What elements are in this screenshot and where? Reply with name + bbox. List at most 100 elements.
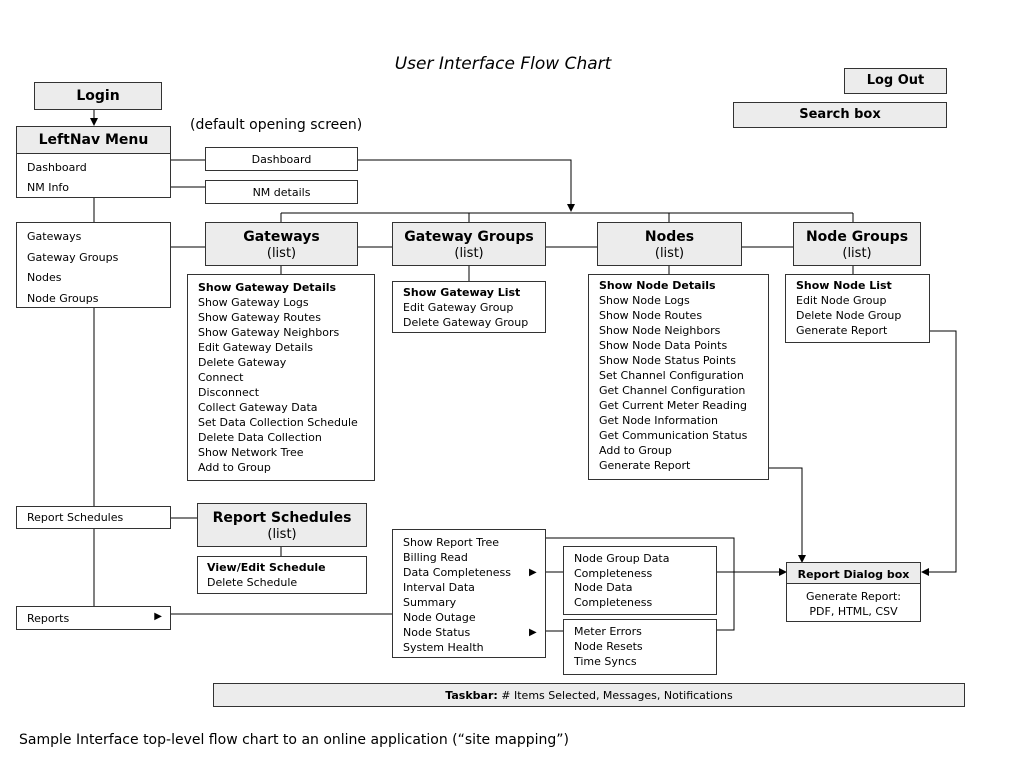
nodes-to-dialog-arrow: [769, 467, 806, 563]
search-box-label: Search box: [799, 107, 881, 122]
leftnav-reports-label: Reports: [27, 612, 70, 625]
completeness-submenu-item[interactable]: Node Group Data: [574, 552, 670, 565]
gateways-action-item[interactable]: Collect Gateway Data: [198, 401, 318, 414]
report-dialog-header: Report Dialog box: [786, 562, 921, 584]
nodes-action-item[interactable]: Get Current Meter Reading: [599, 399, 747, 412]
nodes-action-item[interactable]: Get Channel Configuration: [599, 384, 746, 397]
leftnav-item-gateway-groups[interactable]: Gateway Groups: [27, 250, 119, 264]
leftnav-item-gateways[interactable]: Gateways: [27, 230, 82, 243]
completeness-submenu-item[interactable]: Completeness: [574, 595, 653, 609]
nodes-action-item[interactable]: Show Node Neighbors: [599, 324, 721, 337]
node-groups-list-subtitle: (list): [842, 246, 872, 261]
nodes-action-item[interactable]: Get Node Information: [599, 414, 718, 427]
nodes-action-item[interactable]: Add to Group: [599, 444, 672, 457]
node-groups-action-item[interactable]: Delete Node Group: [796, 309, 902, 322]
nodes-list-header[interactable]: Nodes (list): [597, 222, 742, 266]
reports-menu-item[interactable]: Summary: [403, 596, 457, 609]
nodes-action-item[interactable]: Show Node Status Points: [599, 354, 736, 367]
gateway-groups-action-item[interactable]: Edit Gateway Group: [403, 301, 514, 314]
nodes-list-subtitle: (list): [654, 246, 685, 261]
node-status-submenu-arrow-icon: ▶: [529, 627, 537, 638]
node-groups-action-item[interactable]: Edit Node Group: [796, 294, 887, 307]
node-groups-action-item[interactable]: Generate Report: [796, 324, 888, 337]
report-schedules-list-header[interactable]: Report Schedules (list): [197, 503, 367, 547]
leftnav-top-menu: Dashboard NM Info: [16, 153, 171, 198]
completeness-submenu-item[interactable]: Node Data: [574, 581, 633, 594]
reports-menu: Show Report Tree Billing Read Data Compl…: [392, 529, 546, 658]
diagram-caption: Sample Interface top-level flow chart to…: [19, 732, 569, 748]
gateways-action-item[interactable]: Show Gateway Details: [198, 281, 337, 294]
dashboard-box[interactable]: Dashboard: [205, 147, 358, 171]
gateways-action-item[interactable]: Show Network Tree: [198, 446, 304, 459]
report-schedules-action-item[interactable]: View/Edit Schedule: [207, 561, 326, 574]
node-groups-list-header[interactable]: Node Groups (list): [793, 222, 921, 266]
nodes-action-item[interactable]: Get Communication Status: [599, 429, 748, 442]
leftnav-item-dashboard[interactable]: Dashboard: [27, 161, 87, 174]
gateway-groups-action-item[interactable]: Delete Gateway Group: [403, 316, 529, 329]
nm-details-box[interactable]: NM details: [205, 180, 358, 204]
node-status-submenu-item[interactable]: Node Resets: [574, 640, 643, 653]
report-schedules-list-subtitle: (list): [267, 527, 297, 542]
gateway-groups-list-header[interactable]: Gateway Groups (list): [392, 222, 546, 266]
nodes-action-item[interactable]: Show Node Routes: [599, 309, 703, 322]
gateways-action-item[interactable]: Show Gateway Routes: [198, 311, 321, 324]
gateways-list-header[interactable]: Gateways (list): [205, 222, 358, 266]
leftnav-mid-menu: Gateways Gateway Groups Nodes Node Group…: [16, 222, 171, 308]
report-schedules-actions-menu: View/Edit Schedule Delete Schedule: [197, 556, 367, 594]
gateways-action-item[interactable]: Delete Gateway: [198, 356, 287, 369]
nodegroups-to-dialog-arrow: [921, 330, 957, 576]
completeness-submenu-item[interactable]: Completeness: [574, 566, 653, 580]
leftnav-item-node-groups[interactable]: Node Groups: [27, 291, 99, 305]
login-label: Login: [76, 88, 120, 104]
node-status-submenu-item[interactable]: Meter Errors: [574, 625, 642, 638]
gateway-groups-action-item[interactable]: Show Gateway List: [403, 286, 521, 299]
gateways-list-subtitle: (list): [266, 246, 297, 261]
login-button[interactable]: Login: [34, 82, 162, 110]
nodes-actions-menu: Show Node Details Show Node Logs Show No…: [588, 274, 769, 480]
leftnav-item-nodes[interactable]: Nodes: [27, 271, 62, 284]
node-groups-action-item[interactable]: Show Node List: [796, 279, 892, 292]
taskbar: Taskbar: # Items Selected, Messages, Not…: [213, 683, 965, 707]
gateways-action-item[interactable]: Add to Group: [198, 461, 271, 474]
nodes-action-item[interactable]: Show Node Data Points: [599, 339, 728, 352]
report-schedules-action-item[interactable]: Delete Schedule: [207, 576, 298, 589]
reports-menu-item[interactable]: System Health: [403, 641, 484, 654]
node-status-submenu-item[interactable]: Time Syncs: [574, 655, 637, 668]
leftnav-menu-header: LeftNav Menu: [16, 126, 171, 154]
taskbar-label: Taskbar:: [445, 689, 498, 702]
nodes-title: Nodes: [644, 229, 695, 245]
reports-menu-item[interactable]: Data Completeness: [403, 566, 511, 579]
gateways-action-item[interactable]: Set Data Collection Schedule: [198, 416, 358, 429]
gateways-action-item[interactable]: Show Gateway Logs: [198, 296, 309, 309]
gateways-action-item[interactable]: Connect: [198, 371, 244, 384]
leftnav-item-reports[interactable]: Reports ▶: [16, 606, 171, 630]
dashboard-to-lists-arrow: [358, 159, 575, 212]
gateway-groups-title: Gateway Groups: [404, 229, 534, 245]
reports-menu-item[interactable]: Show Report Tree: [403, 536, 500, 549]
gateways-action-item[interactable]: Delete Data Collection: [198, 431, 322, 444]
reports-menu-item[interactable]: Node Status: [403, 626, 471, 639]
gateways-action-item[interactable]: Show Gateway Neighbors: [198, 326, 340, 339]
report-dialog-title: Report Dialog box: [797, 568, 910, 581]
gateways-action-item[interactable]: Edit Gateway Details: [198, 341, 314, 354]
nodes-action-item[interactable]: Show Node Logs: [599, 294, 690, 307]
reports-menu-item[interactable]: Node Outage: [403, 611, 476, 624]
gateways-action-item[interactable]: Disconnect: [198, 386, 260, 399]
report-dialog-body: Generate Report: PDF, HTML, CSV: [786, 583, 921, 622]
default-opening-note: (default opening screen): [190, 117, 363, 133]
reports-menu-item[interactable]: Billing Read: [403, 551, 468, 564]
data-completeness-submenu-arrow-icon: ▶: [529, 567, 537, 578]
taskbar-status-text: # Items Selected, Messages, Notification…: [497, 689, 733, 702]
completeness-submenu: Node Group Data Completeness Node Data C…: [563, 546, 717, 615]
reports-menu-item[interactable]: Interval Data: [403, 581, 475, 594]
nodes-action-item[interactable]: Set Channel Configuration: [599, 369, 744, 382]
nodes-action-item[interactable]: Generate Report: [599, 459, 691, 472]
dashboard-box-label: Dashboard: [251, 153, 312, 166]
report-dialog-formats[interactable]: PDF, HTML, CSV: [809, 605, 898, 618]
search-box[interactable]: Search box: [733, 102, 947, 128]
nodes-action-item[interactable]: Show Node Details: [599, 279, 716, 292]
leftnav-item-nm-info[interactable]: NM Info: [27, 181, 70, 194]
logout-button[interactable]: Log Out: [844, 68, 947, 94]
page-title: User Interface Flow Chart: [394, 54, 612, 74]
leftnav-item-report-schedules[interactable]: Report Schedules: [16, 506, 171, 529]
